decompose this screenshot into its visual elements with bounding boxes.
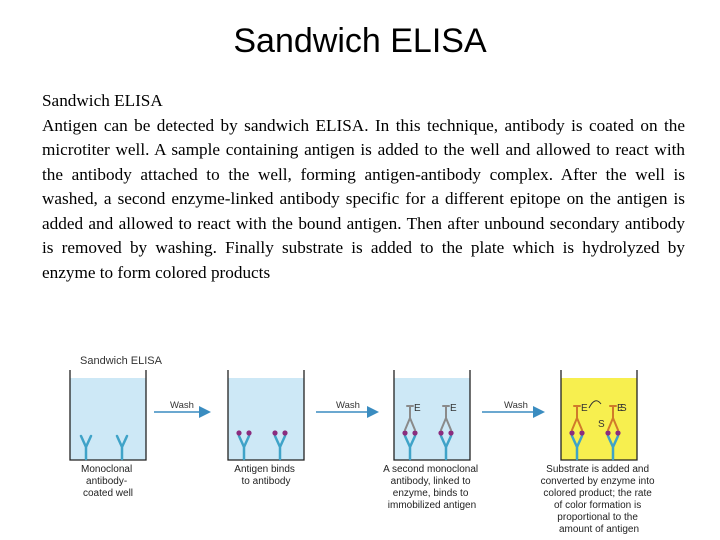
antigen (438, 430, 444, 436)
enzyme-label: E (581, 403, 588, 414)
conversion-arrow (588, 400, 602, 409)
antigen (569, 430, 575, 436)
enzyme-linked-antibody (571, 405, 583, 431)
well-outline (69, 370, 147, 461)
antigen (272, 430, 278, 436)
capture-antibody (273, 434, 287, 461)
enzyme-linked-antibody (404, 405, 416, 431)
antigen (412, 430, 418, 436)
body-heading: Sandwich ELISA (42, 91, 163, 110)
capture-antibody (403, 434, 417, 461)
well-liquid (561, 378, 637, 460)
capture-antibody (606, 434, 620, 461)
well-2 (227, 370, 305, 461)
well-liquid (228, 378, 304, 460)
enzyme-label: E (450, 403, 457, 414)
wash-arrow-3: Wash (482, 400, 545, 418)
antigen (615, 430, 621, 436)
caption-step-3: A second monoclonal antibody, linked to … (383, 464, 481, 511)
capture-antibody (237, 434, 251, 461)
body-text: Sandwich ELISA Antigen can be detected b… (42, 89, 685, 285)
well-liquid (394, 378, 470, 460)
well-outline (560, 370, 638, 461)
wash-label: Wash (336, 400, 360, 411)
wash-arrow-2: Wash (316, 400, 379, 418)
wash-label: Wash (504, 400, 528, 411)
substrate-label: S (598, 419, 605, 430)
substrate-label: S (620, 403, 627, 414)
capture-antibody (79, 434, 93, 461)
antigen (605, 430, 611, 436)
body-paragraph: Antigen can be detected by sandwich ELIS… (42, 115, 685, 282)
antigen (282, 430, 288, 436)
capture-antibody (115, 434, 129, 461)
caption-step-1: Monoclonal antibody- coated well (81, 464, 135, 499)
well-liquid (70, 378, 146, 460)
slide-title: Sandwich ELISA (233, 22, 487, 60)
well-3: E E (393, 370, 471, 461)
wash-label: Wash (170, 400, 194, 411)
enzyme-linked-antibody (607, 405, 619, 431)
sandwich-elisa-diagram: Sandwich ELISA Wash Wash (69, 355, 658, 535)
enzyme-label: E (414, 403, 421, 414)
capture-antibody (439, 434, 453, 461)
enzyme-label: E (617, 403, 624, 414)
capture-antibody (570, 434, 584, 461)
diagram-title: Sandwich ELISA (80, 355, 163, 367)
wash-arrow-1: Wash (154, 400, 211, 418)
antigen (579, 430, 585, 436)
caption-step-2: Antigen binds to antibody (234, 464, 297, 487)
well-4: E E S S (560, 370, 638, 461)
antigen (402, 430, 408, 436)
enzyme-linked-antibody (440, 405, 452, 431)
well-1 (69, 370, 147, 461)
caption-step-4: Substrate is added and converted by enzy… (541, 464, 658, 535)
antigen (448, 430, 454, 436)
antigen (236, 430, 242, 436)
well-outline (393, 370, 471, 461)
well-outline (227, 370, 305, 461)
antigen (246, 430, 252, 436)
